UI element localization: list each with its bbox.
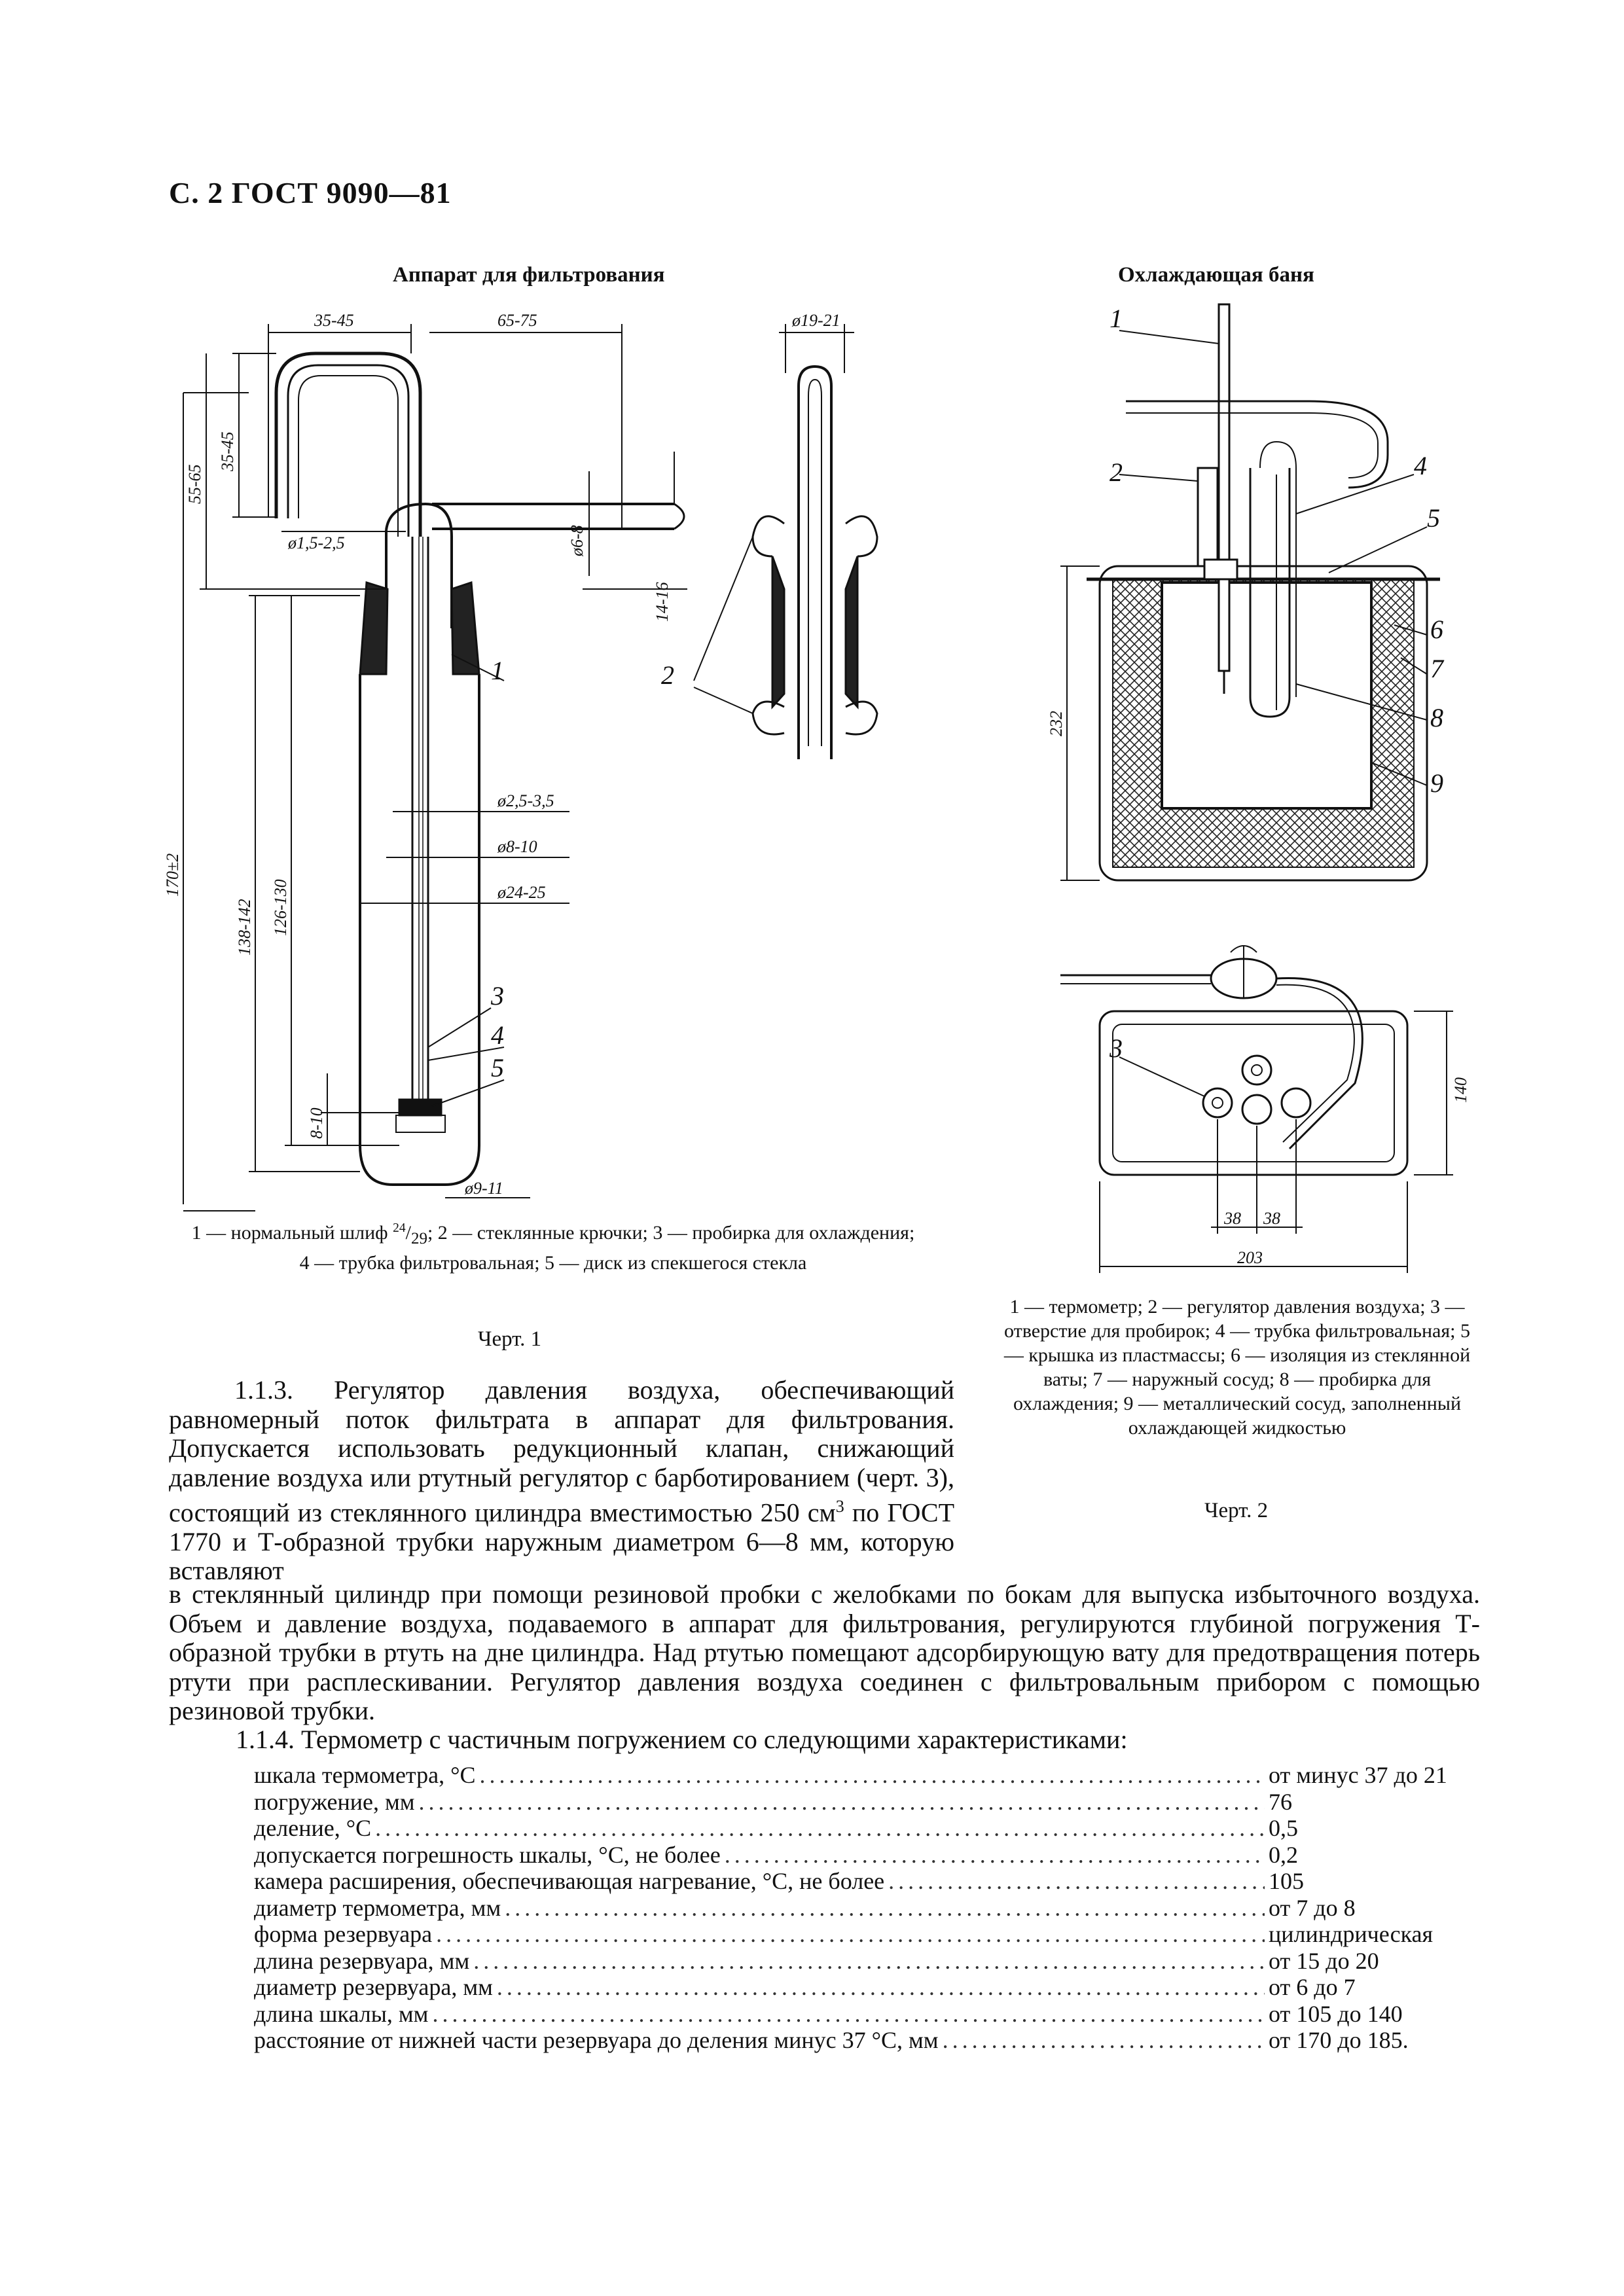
spec-value: 105	[1269, 1868, 1304, 1894]
spec-label: допускается погрешность шкалы, °С, не бо…	[254, 1841, 721, 1868]
paragraph-1-1-3-continued: в стеклянный цилиндр при помощи резиново…	[169, 1579, 1480, 1725]
figure1-legend: 1 — нормальный шлиф 24/29; 2 — стеклянны…	[191, 1221, 915, 1274]
callout-3: 3	[490, 981, 504, 1011]
spec-value: от 15 до 20	[1269, 1947, 1379, 1974]
spec-row: погружение, мм..........................…	[254, 1789, 1485, 1816]
spec-value: от минус 37 до 21	[1269, 1762, 1447, 1788]
spec-row: деление, °С.............................…	[254, 1815, 1485, 1842]
dim-d8-10: ø8-10	[497, 837, 537, 856]
callout-f2-4: 4	[1414, 451, 1427, 480]
spec-label: длина резервуара, мм	[254, 1947, 470, 1974]
figure2-legend: 1 — термометр; 2 — регулятор давления во…	[1003, 1296, 1471, 1439]
leader-dots: ........................................…	[888, 1868, 1265, 1894]
thermometer-specs: шкала термометра, °С....................…	[254, 1762, 1485, 2054]
leader-dots: ........................................…	[418, 1788, 1265, 1815]
spec-row: шкала термометра, °С....................…	[254, 1762, 1485, 1789]
spec-value: от 6 до 7	[1269, 1974, 1356, 2000]
paragraph-1-1-3: 1.1.3. Регулятор давления воздуха, обесп…	[169, 1375, 954, 1586]
callout-f2-6: 6	[1430, 615, 1443, 644]
dim-65-75: 65-75	[497, 311, 537, 330]
dim-55-65: 55-65	[185, 464, 204, 504]
spec-label: форма резервуара	[254, 1921, 433, 1947]
dim-d9-11: ø9-11	[464, 1179, 503, 1198]
figure2-drawing: 232 140 38 38 203 1 2 3 4 5 6 7 8 9	[1047, 303, 1470, 1273]
dim-14-16: 14-16	[653, 582, 672, 622]
dim-d2-5-3-5: ø2,5-3,5	[497, 791, 554, 810]
dim-d24-25: ø24-25	[497, 883, 546, 902]
dim-38-left: 38	[1223, 1209, 1241, 1228]
page-header: С. 2 ГОСТ 9090—81	[169, 176, 452, 209]
dim-35-45-side: 35-45	[218, 431, 237, 472]
callout-f2-2: 2	[1110, 457, 1123, 487]
figure2-title: Охлаждающая баня	[1118, 263, 1314, 287]
spec-row: допускается погрешность шкалы, °С, не бо…	[254, 1842, 1485, 1869]
spec-row: форма резервуара........................…	[254, 1921, 1485, 1948]
spec-label: диаметр термометра, мм	[254, 1894, 501, 1921]
spec-row: длина резервуара, мм....................…	[254, 1948, 1485, 1975]
leader-dots: ........................................…	[432, 2000, 1265, 2027]
spec-value: цилиндрическая	[1269, 1921, 1434, 1947]
dim-203: 203	[1237, 1248, 1263, 1267]
callout-2: 2	[661, 660, 674, 690]
spec-label: погружение, мм	[254, 1788, 415, 1815]
callout-f2-9: 9	[1430, 768, 1443, 798]
spec-label: деление, °С	[254, 1815, 372, 1841]
spec-row: длина шкалы, мм.........................…	[254, 2001, 1485, 2028]
spec-value: 0,2	[1269, 1841, 1298, 1868]
dim-d6-8: ø6-8	[568, 525, 586, 557]
callout-f2-8: 8	[1430, 703, 1443, 732]
spec-label: длина шкалы, мм	[254, 2000, 429, 2027]
figure1-drawing: 35-45 65-75 ø19-21 55-65 35-45 ø6-8 ø1,5…	[163, 311, 878, 1211]
dim-35-45-top: 35-45	[314, 311, 354, 330]
callout-5: 5	[491, 1053, 504, 1083]
leader-dots: ........................................…	[942, 2027, 1265, 2053]
leader-dots: ........................................…	[479, 1762, 1265, 1788]
leader-dots: ........................................…	[375, 1815, 1265, 1841]
dim-d19-21: ø19-21	[791, 311, 840, 330]
spec-label: камера расширения, обеспечивающая нагрев…	[254, 1868, 885, 1894]
spec-row: диаметр резервуара, мм..................…	[254, 1974, 1485, 2001]
figure1-caption: Черт. 1	[478, 1327, 542, 1351]
callout-f2-5: 5	[1427, 503, 1440, 533]
leader-dots: ........................................…	[505, 1894, 1265, 1921]
spec-value: от 170 до 185.	[1269, 2027, 1409, 2053]
callout-f2-3: 3	[1109, 1033, 1123, 1063]
dim-8-10: 8-10	[307, 1107, 326, 1139]
figure1-title: Аппарат для фильтрования	[393, 263, 665, 287]
spec-label: шкала термометра, °С	[254, 1762, 476, 1788]
dim-140: 140	[1451, 1077, 1470, 1103]
dim-126-130: 126-130	[271, 879, 290, 936]
dim-170: 170±2	[163, 853, 182, 897]
spec-row: камера расширения, обеспечивающая нагрев…	[254, 1868, 1485, 1895]
callout-f2-7: 7	[1430, 654, 1445, 683]
spec-value: от 7 до 8	[1269, 1894, 1356, 1921]
figure2-caption: Черт. 2	[1204, 1499, 1269, 1522]
spec-label: расстояние от нижней части резервуара до…	[254, 2027, 939, 2053]
callout-4: 4	[491, 1020, 504, 1050]
leader-dots: ........................................…	[724, 1841, 1265, 1868]
paragraph-1-1-4: 1.1.4. Термометр с частичным погружением…	[236, 1725, 1128, 1754]
spec-value: от 105 до 140	[1269, 2000, 1403, 2027]
leader-dots: ........................................…	[436, 1921, 1265, 1947]
dim-138-142: 138-142	[235, 899, 254, 956]
spec-row: диаметр термометра, мм..................…	[254, 1895, 1485, 1922]
spec-label: диаметр резервуара, мм	[254, 1974, 493, 2000]
spec-value: 0,5	[1269, 1815, 1298, 1841]
callout-1: 1	[491, 656, 504, 685]
dim-d1-5-2-5: ø1,5-2,5	[287, 533, 345, 552]
spec-value: 76	[1269, 1788, 1292, 1815]
dim-232: 232	[1047, 711, 1066, 736]
leader-dots: ........................................…	[496, 1974, 1265, 2000]
leader-dots: ........................................…	[473, 1947, 1265, 1974]
spec-row: расстояние от нижней части резервуара до…	[254, 2027, 1485, 2054]
callout-f2-1: 1	[1110, 304, 1123, 333]
dim-38-right: 38	[1263, 1209, 1280, 1228]
